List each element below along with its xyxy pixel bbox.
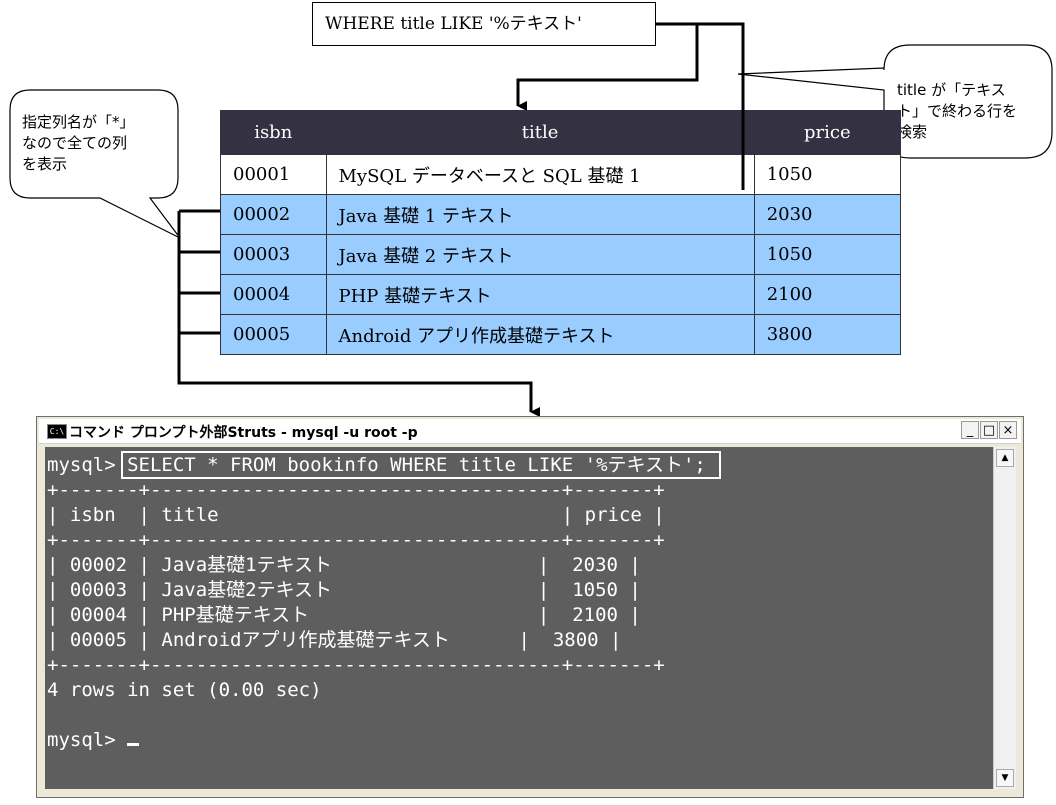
- console-line: | 00005 | Androidアプリ作成基礎テキスト | 3800 |: [47, 629, 622, 651]
- cell-title: Java 基礎 2 テキスト: [325, 234, 755, 275]
- command-prompt-window[interactable]: C:\ コマンド プロンプト外部Struts - mysql -u root -…: [36, 416, 1024, 798]
- cell-title: MySQL データベースと SQL 基礎 1: [325, 154, 755, 195]
- close-button[interactable]: ×: [999, 421, 1017, 439]
- cell-title: PHP 基礎テキスト: [325, 274, 755, 315]
- console-line: | 00002 | Java基礎1テキスト | 2030 |: [47, 554, 641, 576]
- maximize-button[interactable]: □: [980, 421, 998, 439]
- callout-right-bubble: [737, 44, 1053, 159]
- cell-price: 1050: [753, 234, 902, 275]
- cell-title: Android アプリ作成基礎テキスト: [325, 314, 755, 355]
- table-row: 00001 MySQL データベースと SQL 基礎 1 1050: [220, 154, 902, 195]
- console-line: +-------+-------------------------------…: [47, 654, 665, 676]
- cell-price: 3800: [753, 314, 902, 355]
- cell-isbn: 00002: [220, 194, 327, 235]
- cmd-icon: C:\: [47, 424, 67, 439]
- window-title: コマンド プロンプト外部Struts - mysql -u root -p: [69, 425, 418, 441]
- table-row: 00003 Java 基礎 2 テキスト 1050: [220, 234, 902, 275]
- console-line: 4 rows in set (0.00 sec): [47, 679, 322, 701]
- console-line: +-------+-------------------------------…: [47, 479, 665, 501]
- console-line: | 00003 | Java基礎2テキスト | 1050 |: [47, 579, 641, 601]
- window-titlebar[interactable]: C:\ コマンド プロンプト外部Struts - mysql -u root -…: [39, 419, 1021, 444]
- console-line: mysql>: [47, 729, 128, 751]
- cell-price: 2100: [753, 274, 902, 315]
- scroll-down-icon[interactable]: ▼: [996, 769, 1014, 787]
- vertical-scrollbar[interactable]: ▲ ▼: [993, 447, 1016, 789]
- cursor-icon: [127, 743, 140, 746]
- table-row: 00005 Android アプリ作成基礎テキスト 3800: [220, 314, 902, 355]
- table-header-row: isbn title price: [220, 110, 902, 155]
- table-row: 00002 Java 基礎 1 テキスト 2030: [220, 194, 902, 235]
- cell-title: Java 基礎 1 テキスト: [325, 194, 755, 235]
- table-row: 00004 PHP 基礎テキスト 2100: [220, 274, 902, 315]
- minimize-button[interactable]: _: [961, 421, 979, 439]
- query-highlight-box: [121, 451, 721, 479]
- console-area[interactable]: mysql> SELECT * FROM bookinfo WHERE titl…: [45, 447, 993, 789]
- header-isbn: isbn: [220, 110, 327, 155]
- header-title: title: [325, 110, 755, 155]
- where-clause-box: WHERE title LIKE '%テキスト': [312, 2, 656, 46]
- header-price: price: [753, 110, 902, 155]
- console-output: mysql> SELECT * FROM bookinfo WHERE titl…: [47, 453, 706, 753]
- console-line: +-------+-------------------------------…: [47, 529, 665, 551]
- cell-isbn: 00001: [220, 154, 327, 195]
- console-line: mysql> SELECT * FROM bookinfo WHERE titl…: [47, 454, 706, 476]
- cell-isbn: 00003: [220, 234, 327, 275]
- console-line: | isbn | title | price |: [47, 504, 665, 526]
- cell-isbn: 00004: [220, 274, 327, 315]
- cell-price: 1050: [753, 154, 902, 195]
- cell-isbn: 00005: [220, 314, 327, 355]
- scroll-up-icon[interactable]: ▲: [996, 449, 1014, 467]
- book-table: isbn title price 00001 MySQL データベースと SQL…: [220, 110, 902, 355]
- cell-price: 2030: [753, 194, 902, 235]
- row-bracket: [177, 209, 531, 412]
- callout-right-text: title が「テキス ト」で終わる行を 検索: [897, 81, 1018, 141]
- console-line: | 00004 | PHP基礎テキスト | 2100 |: [47, 604, 641, 626]
- callout-left-text: 指定列名が「*」 なので全ての列 を表示: [22, 113, 135, 173]
- callout-left-bubble: [9, 89, 181, 239]
